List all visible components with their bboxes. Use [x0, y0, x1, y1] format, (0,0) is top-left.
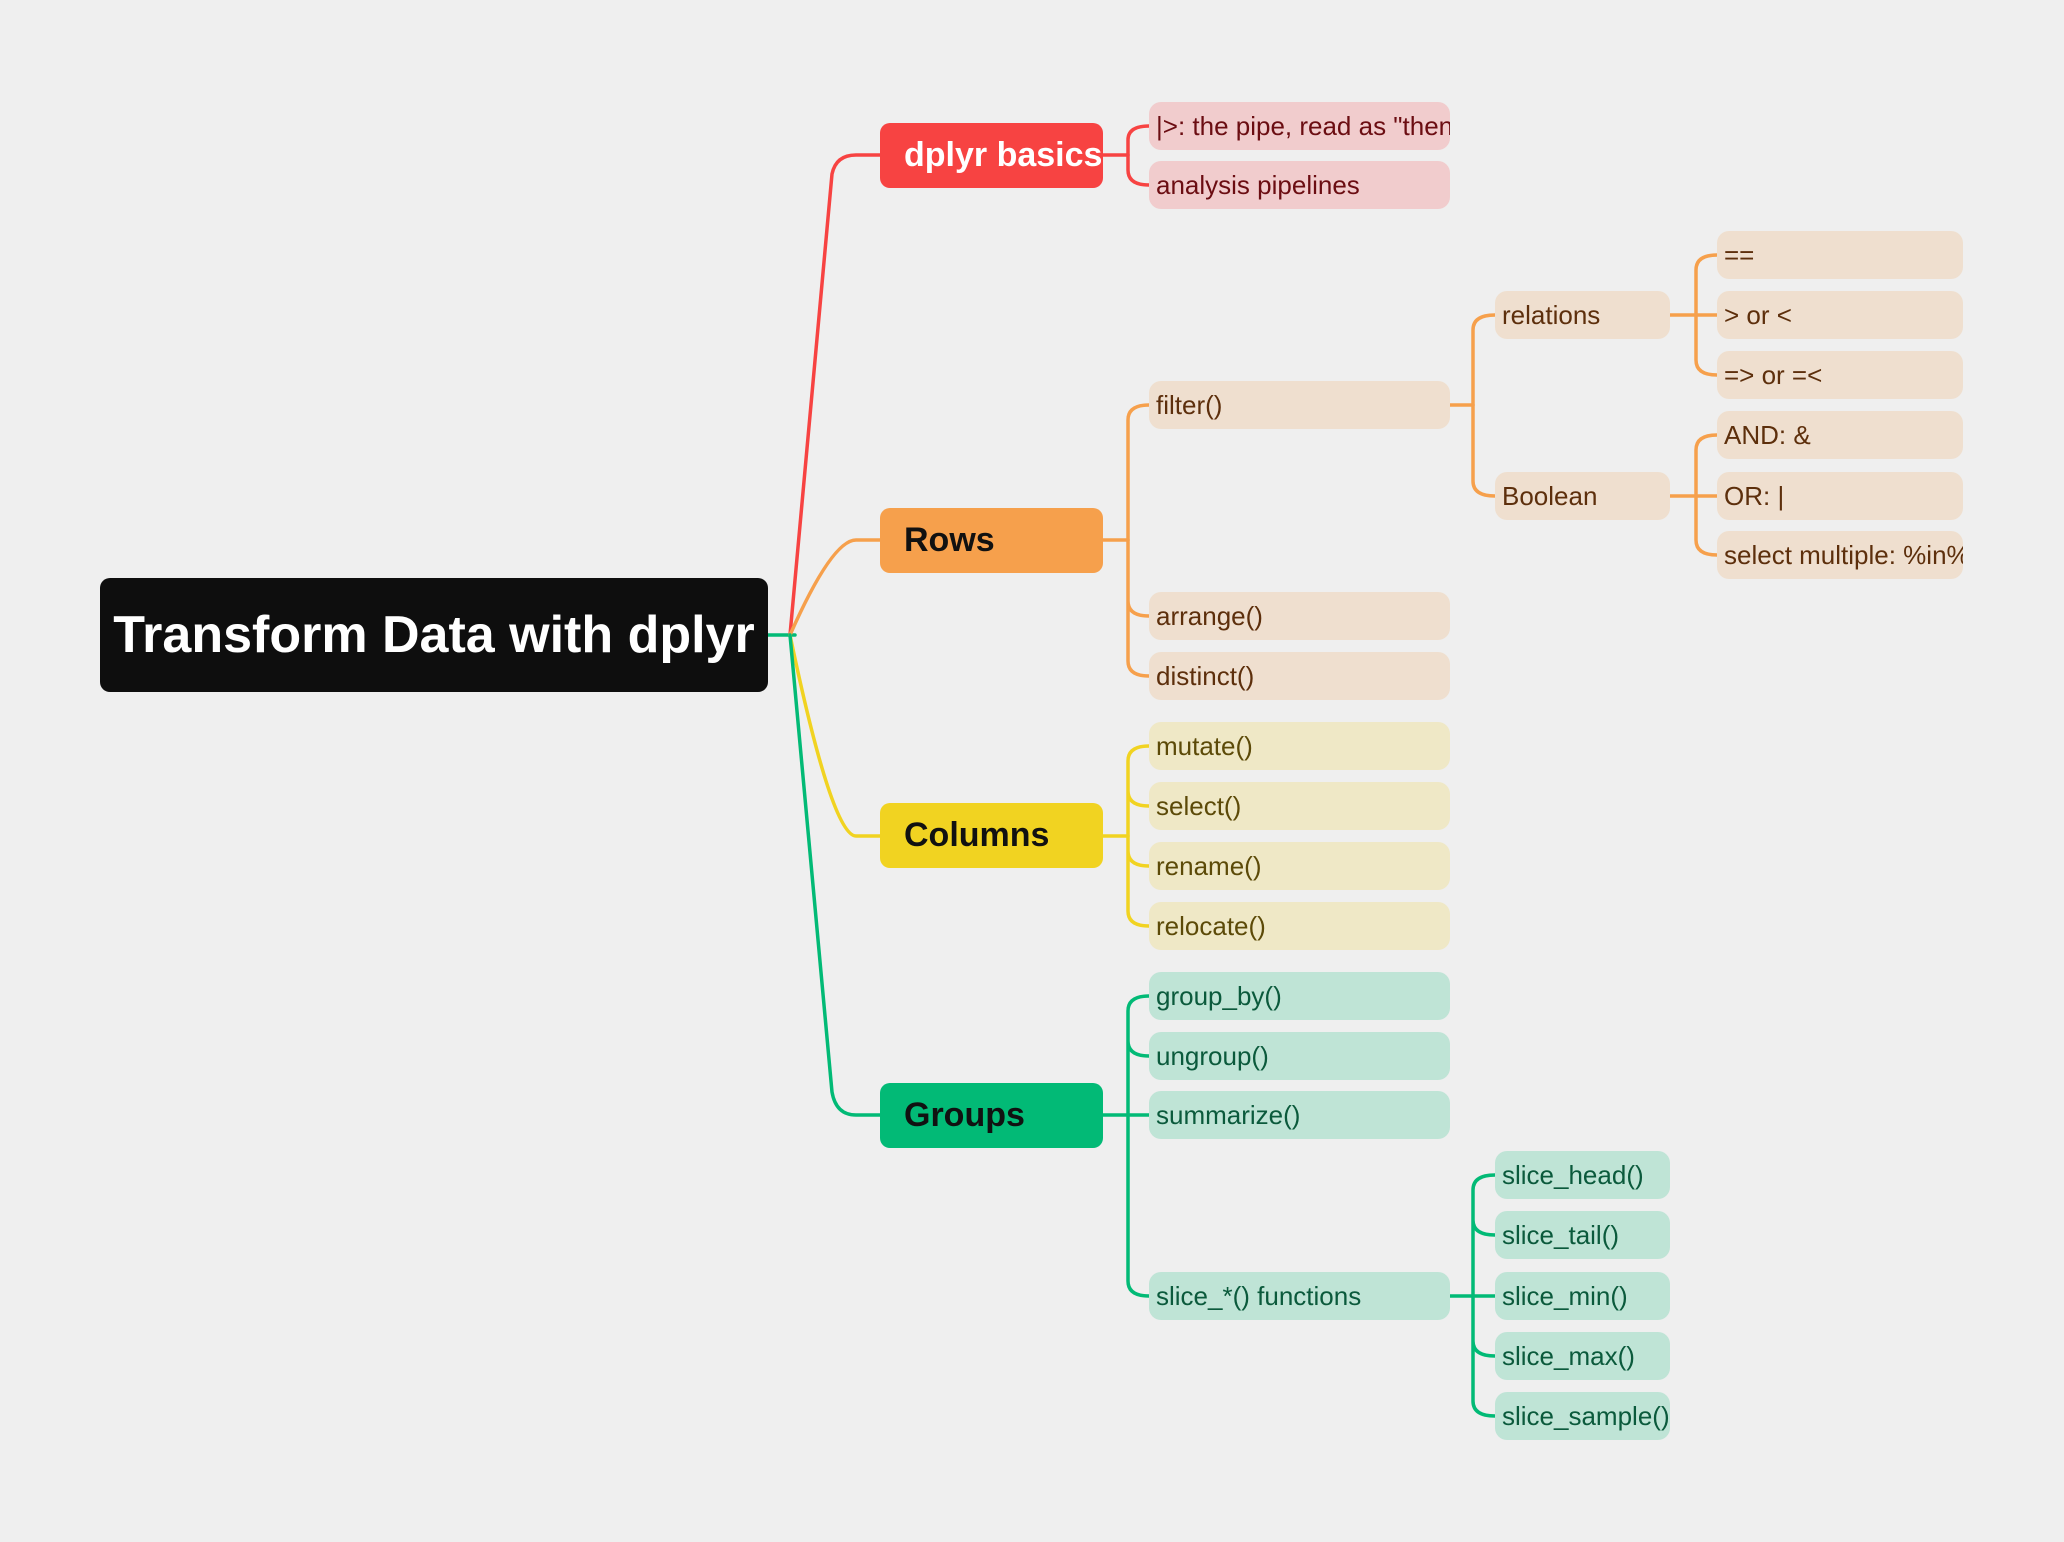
leaf-mutate[interactable]: mutate()	[1149, 722, 1450, 770]
connector-relations-children	[1694, 253, 1719, 377]
connector-basics-children	[1126, 124, 1151, 187]
connector-filter-children	[1471, 313, 1497, 498]
leaf-slice-max[interactable]: slice_max()	[1495, 1332, 1670, 1380]
leaf-slice-tail[interactable]: slice_tail()	[1495, 1211, 1670, 1259]
connector-groups-children	[1126, 994, 1151, 1298]
branch-rows[interactable]: Rows	[880, 508, 1103, 573]
connector-root-groups	[788, 633, 882, 1117]
leaf-select[interactable]: select()	[1149, 782, 1450, 830]
leaf-relocate[interactable]: relocate()	[1149, 902, 1450, 950]
leaf-summarize[interactable]: summarize()	[1149, 1091, 1450, 1139]
leaf-ungroup[interactable]: ungroup()	[1149, 1032, 1450, 1080]
leaf-arrange[interactable]: arrange()	[1149, 592, 1450, 640]
leaf-greater-less-equal[interactable]: => or =<	[1717, 351, 1963, 399]
leaf-or[interactable]: OR: |	[1717, 472, 1963, 520]
leaf-rename[interactable]: rename()	[1149, 842, 1450, 890]
connector-root-basics	[788, 153, 882, 637]
leaf-and[interactable]: AND: &	[1717, 411, 1963, 459]
leaf-equals[interactable]: ==	[1717, 231, 1963, 279]
branch-columns[interactable]: Columns	[880, 803, 1103, 868]
leaf-greater-less[interactable]: > or <	[1717, 291, 1963, 339]
leaf-analysis-pipelines[interactable]: analysis pipelines	[1149, 161, 1450, 209]
connector-columns-children	[1126, 744, 1151, 928]
leaf-relations[interactable]: relations	[1495, 291, 1670, 339]
connector-slice-children	[1471, 1173, 1497, 1418]
connector-root-rows	[788, 538, 882, 637]
leaf-slice-sample[interactable]: slice_sample()	[1495, 1392, 1670, 1440]
connector-rows-children	[1126, 403, 1151, 678]
leaf-distinct[interactable]: distinct()	[1149, 652, 1450, 700]
leaf-select-multiple[interactable]: select multiple: %in%	[1717, 531, 1963, 579]
branch-groups[interactable]: Groups	[880, 1083, 1103, 1148]
branch-dplyr-basics[interactable]: dplyr basics	[880, 123, 1103, 188]
leaf-slice-functions[interactable]: slice_*() functions	[1149, 1272, 1450, 1320]
leaf-slice-head[interactable]: slice_head()	[1495, 1151, 1670, 1199]
connector-root-columns	[788, 633, 882, 838]
leaf-boolean[interactable]: Boolean	[1495, 472, 1670, 520]
leaf-slice-min[interactable]: slice_min()	[1495, 1272, 1670, 1320]
leaf-group-by[interactable]: group_by()	[1149, 972, 1450, 1020]
connector-boolean-children	[1694, 433, 1719, 557]
leaf-filter[interactable]: filter()	[1149, 381, 1450, 429]
leaf-pipe[interactable]: |>: the pipe, read as "then"	[1149, 102, 1450, 150]
root-node[interactable]: Transform Data with dplyr	[100, 578, 768, 692]
